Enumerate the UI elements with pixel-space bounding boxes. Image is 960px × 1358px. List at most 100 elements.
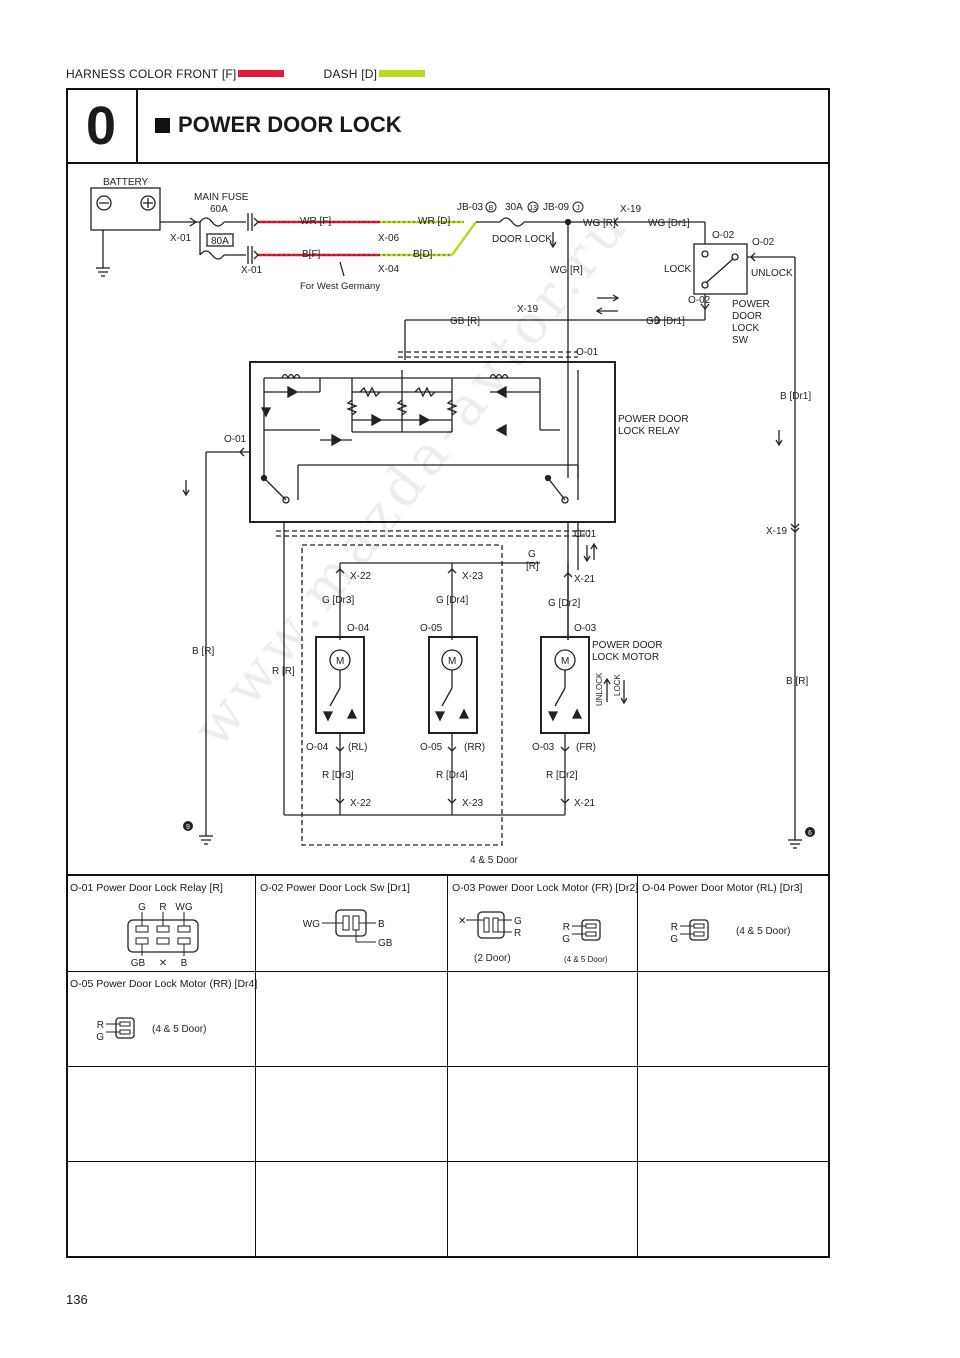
label-main-fuse: MAIN FUSE [194,192,249,203]
label-o01c: O-01 [574,529,597,540]
o03-a-g: G [514,916,522,927]
jb03-symbol: B [489,205,494,212]
o04-g: G [670,934,678,945]
label-unlock-v: UNLOCK [595,672,604,706]
o02-pin-b: B [378,919,385,930]
label-x23b: X-23 [462,798,484,809]
label-b-r-right: B [R] [786,676,808,687]
page-frame [66,88,830,1258]
empty-cell [256,972,448,1067]
label-fr: (FR) [576,742,596,753]
legend-front-swatch [238,70,285,78]
o01-pin-gb: GB [131,958,146,968]
o03-b-g: G [562,934,570,945]
empty-cell [638,1067,830,1162]
label-motor-2: LOCK MOTOR [592,652,659,663]
page-title: POWER DOOR LOCK [155,112,402,138]
connector-o01-label: O-01 Power Door Lock Relay [R] [70,882,223,894]
label-b-d: B[D] [413,249,433,260]
o05-g: G [96,1032,104,1043]
connector-o04-diagram: R G (4 & 5 Door) [670,919,790,945]
label-relay-2: LOCK RELAY [618,426,680,437]
o05-r: R [97,1020,104,1031]
title-square-icon [155,118,170,133]
label-r-dr2: R [Dr2] [546,770,578,781]
empty-cell [638,972,830,1067]
label-jb09: JB-09 [543,202,570,213]
relay-coil-left-icon [281,373,301,380]
label-motor-1: POWER DOOR [592,640,663,651]
power-door-lock-switch [693,243,748,295]
connector-o02-diagram: WG B GB [303,909,393,949]
main-fuse-60a-icon [199,217,225,227]
label-r-dr4: R [Dr4] [436,770,468,781]
legend-dash-label: DASH [D] [323,66,378,81]
connector-o02: O-02 Power Door Lock Sw [Dr1] WG B GB [256,876,448,972]
o04-note: (4 & 5 Door) [736,926,790,937]
label-sw-3: LOCK [732,323,760,334]
connector-table: O-01 Power Door Lock Relay [R] G R WG GB… [66,876,830,1258]
label-wg-r: WG [R] [583,218,616,229]
connector-o03-diagram: ✕ G R (2 Door) R G (4 & 5 Door) [458,911,608,964]
connector-o04: O-04 Power Door Motor (RL) [Dr3] R G (4 … [638,876,830,972]
legend-dash-swatch [379,70,426,78]
o03-b-r: R [563,922,570,933]
label-wg-r2: WG [R] [550,265,583,276]
empty-cell [448,1067,638,1162]
label-g-dr4: G [Dr4] [436,595,468,606]
empty-cell [256,1067,448,1162]
label-o03: O-03 [574,623,597,634]
label-x21: X-21 [574,574,596,585]
label-lock-v: LOCK [613,674,622,696]
label-o05b: O-05 [420,742,443,753]
connector-o01: O-01 Power Door Lock Relay [R] G R WG GB… [66,876,256,972]
o02-pin-gb: GB [378,938,393,949]
connector-o05-diagram: R G (4 & 5 Door) [96,1017,206,1043]
label-x04: X-04 [378,264,400,275]
ground-9-marker [183,821,193,831]
label-battery: BATTERY [103,177,149,188]
o01-pin-wg: WG [175,902,192,913]
label-fuse-80a: 80A [211,236,229,247]
motor-fr-m: M [561,656,569,667]
power-door-lock-relay [249,361,616,523]
label-west-germany: For West Germany [300,281,380,292]
o05-note: (4 & 5 Door) [152,1024,206,1035]
empty-cell [66,1067,256,1162]
o01-pin-r: R [159,902,166,913]
o03-b-note: (4 & 5 Door) [564,955,608,964]
label-jb03: JB-03 [457,202,484,213]
page-title-text: POWER DOOR LOCK [178,112,402,137]
label-wr-d: WR [D] [418,216,450,227]
label-o05: O-05 [420,623,443,634]
label-o04: O-04 [347,623,370,634]
harness-color-legend: HARNESS COLOR FRONT [F] DASH [D] [66,66,426,81]
section-number: 0 [66,88,138,164]
motor-rr [428,636,478,734]
label-o02: O-02 [712,230,735,241]
four-five-door-group [301,544,503,846]
empty-cell [66,1162,256,1258]
connector-o05: O-05 Power Door Lock Motor (RR) [Dr4] R … [66,972,257,1067]
label-sw-2: DOOR [732,311,762,322]
label-fuse-30a: 30A [505,202,523,213]
label-x01b: X-01 [241,265,263,276]
label-r-dr3: R [Dr3] [322,770,354,781]
label-b-r-left: B [R] [192,646,214,657]
fuse-number: 13 [529,205,537,212]
o01-pin-g: G [138,902,146,913]
connector-o04-label: O-04 Power Door Motor (RL) [Dr3] [642,882,803,894]
o03-a-r: R [514,928,521,939]
label-g-dr2: G [Dr2] [548,598,580,609]
label-4-5-door: 4 & 5 Door [470,855,518,866]
o04-r: R [671,922,678,933]
label-g-r: [R] [526,561,539,572]
legend-front-label: FRONT [F] [176,66,237,81]
label-x22b: X-22 [350,798,372,809]
empty-cell [448,1162,638,1258]
label-gb-dr1: GB [Dr1] [646,316,685,327]
o01-pin-x: ✕ [159,958,167,968]
label-lock: LOCK [664,264,692,275]
label-x21b: X-21 [574,798,596,809]
label-g: G [528,549,536,560]
